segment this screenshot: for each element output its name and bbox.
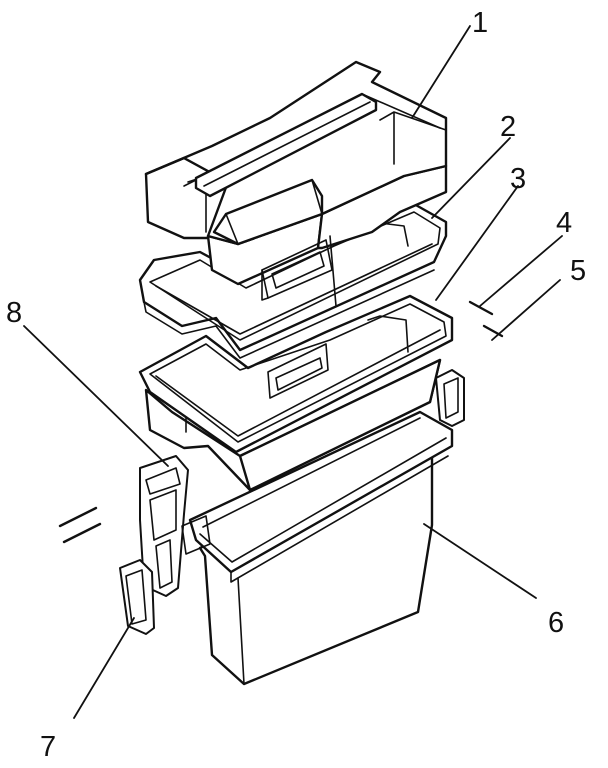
right-latch-upper: [435, 369, 465, 427]
right-latch-upper-inner: [443, 377, 459, 419]
leader-6: [423, 523, 537, 599]
label-3: 3: [510, 163, 526, 195]
top-lid-stem: [261, 235, 337, 307]
side-latch: [139, 455, 211, 597]
middle-tray-rim-inner: [149, 303, 447, 443]
latch-plate-inner: [145, 467, 181, 541]
label-8: 8: [6, 297, 22, 329]
label-6: 6: [548, 607, 564, 639]
top-lid-handle-line: [203, 101, 371, 187]
top-lid-right-block: [379, 111, 447, 165]
bottom-box-rim-lip: [230, 455, 449, 583]
upper-tray-lip: [143, 269, 435, 359]
leader-5: [491, 279, 561, 341]
leader-7: [73, 617, 135, 719]
middle-tray-handle-window: [267, 343, 329, 399]
latch-hinge: [181, 515, 211, 555]
middle-tray-side-wall: [238, 358, 442, 492]
top-lid-center-edge: [225, 179, 323, 245]
label-4: 4: [556, 207, 572, 239]
middle-tray-rim-inner-2: [155, 329, 441, 437]
leader-8: [23, 325, 169, 467]
bottom-box: [188, 410, 454, 686]
leader-4: [479, 235, 563, 307]
leader-3: [435, 185, 519, 301]
top-lid: [144, 60, 448, 307]
handle-clip: [119, 559, 155, 635]
label-5: 5: [570, 255, 586, 287]
middle-tray-divider: [367, 315, 409, 353]
parallel-mark-right: [468, 300, 504, 338]
top-lid-handle-window: [261, 239, 333, 299]
right-latches: [435, 369, 465, 427]
parallel-mark-left: [58, 506, 102, 544]
latch-plate-slot: [155, 539, 173, 589]
leader-2: [431, 137, 511, 219]
part-labels: 1 2 3 4 5 6 7 8: [6, 7, 586, 763]
label-1: 1: [472, 7, 488, 39]
callout-lines: [23, 25, 563, 719]
label-7: 7: [40, 731, 56, 763]
upper-tray-rim-inner-2: [155, 243, 433, 335]
middle-tray-rim: [138, 294, 454, 454]
clip-inner: [125, 569, 147, 625]
middle-tray: [138, 294, 454, 492]
bottom-box-front-edge: [237, 577, 245, 685]
label-2: 2: [500, 111, 516, 143]
leader-1: [411, 25, 471, 119]
